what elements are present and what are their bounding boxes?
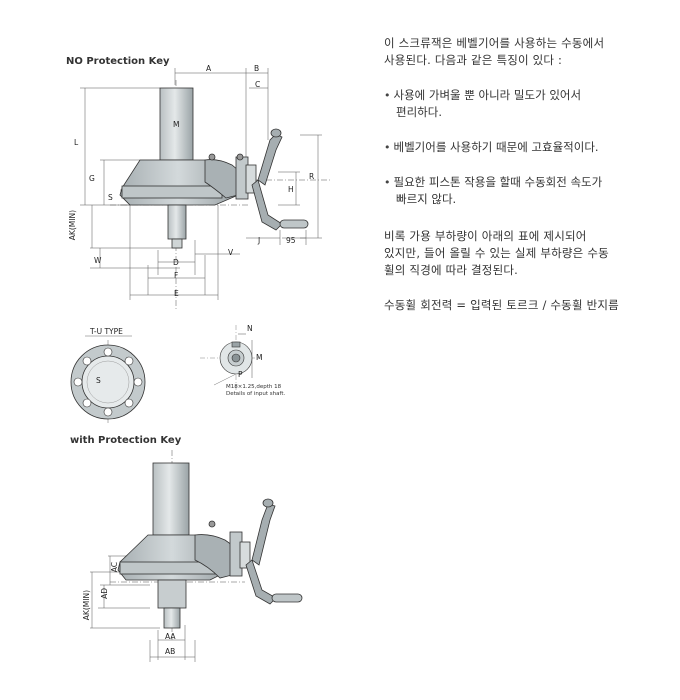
dim-label-b: B	[254, 64, 260, 73]
dim-label-ac: AC	[110, 562, 119, 573]
bullet-3-line2: 빠르지 않다.	[396, 192, 457, 206]
shaft-note: M18×1.25,depth 18 Details of input shaft…	[226, 384, 316, 398]
dim-label-v: V	[228, 248, 234, 257]
dim-label-c: C	[255, 80, 261, 89]
shaft-label-p: P	[238, 370, 243, 379]
shaft-label-m: M	[256, 353, 263, 362]
dim-label-e: E	[174, 289, 179, 298]
dim-label-a: A	[206, 64, 212, 73]
dim-label-l: L	[74, 138, 79, 147]
shaft-note-line2: Details of input shaft.	[226, 391, 286, 397]
dim-label-f: F	[174, 271, 179, 280]
formula-line: 수동휠 회전력 = 입력된 토르크 / 수동휠 반지름	[384, 298, 619, 312]
dim-label-ak-min-bottom: AK(MIN)	[82, 590, 91, 621]
description-text: 이 스크류잭은 베벨기어를 사용하는 수동에서 사용된다. 다음과 같은 특징이…	[384, 35, 674, 314]
dim-label-95: 95	[286, 236, 296, 245]
dim-label-w: W	[94, 256, 102, 265]
dim-label-g: G	[89, 174, 95, 183]
bullet-dot-icon: •	[384, 176, 391, 189]
bullet-1-line2: 편리하다.	[396, 105, 442, 119]
bullet-1: •사용에 가벼울 뿐 아니라 밀도가 있어서 편리하다.	[384, 87, 674, 121]
tu-type-flange	[70, 335, 146, 425]
dim-label-ad: AD	[100, 588, 109, 599]
bullet-3-line1: 필요한 피스톤 작용을 할때 수동회전 속도가	[393, 175, 603, 189]
heading-with-protection-key: with Protection Key	[70, 435, 182, 446]
dim-label-r: R	[309, 172, 315, 181]
dim-label-ab: AB	[165, 647, 176, 656]
intro-line-1: 이 스크류잭은 베벨기어를 사용하는 수동에서	[384, 36, 605, 50]
bullet-dot-icon: •	[384, 141, 391, 154]
top-jack-drawing	[80, 68, 330, 310]
bullet-2: •베벨기어를 사용하기 때문에 고효율적이다.	[384, 139, 674, 156]
para-line-2: 있지만, 들어 올릴 수 있는 실제 부하량은 수동	[384, 246, 609, 260]
dim-label-s: S	[108, 193, 113, 202]
dim-label-d: D	[173, 258, 179, 267]
dim-label-j: J	[258, 236, 261, 245]
dim-label-ak-min: AK(MIN)	[68, 210, 77, 241]
heading-no-protection-key: NO Protection Key	[66, 56, 170, 67]
tu-type-s-label: S	[96, 376, 101, 385]
para-line-1: 비록 가용 부하량이 아래의 표에 제시되어	[384, 229, 587, 243]
shaft-label-n: N	[247, 324, 253, 333]
dim-label-m: M	[173, 120, 180, 129]
shaft-note-line1: M18×1.25,depth 18	[226, 384, 282, 390]
bullet-dot-icon: •	[384, 89, 391, 102]
tu-type-label: T-U TYPE	[90, 327, 123, 336]
intro-line-2: 사용된다. 다음과 같은 특징이 있다 :	[384, 53, 563, 67]
dim-label-h: H	[288, 185, 294, 194]
bottom-jack-drawing	[90, 450, 303, 662]
input-shaft-detail	[200, 325, 262, 395]
bullet-2-line1: 베벨기어를 사용하기 때문에 고효율적이다.	[393, 140, 599, 154]
bullet-3: •필요한 피스톤 작용을 할때 수동회전 속도가 빠르지 않다.	[384, 174, 674, 208]
bullet-1-line1: 사용에 가벼울 뿐 아니라 밀도가 있어서	[393, 88, 582, 102]
para-line-3: 휠의 직경에 따라 결정된다.	[384, 263, 519, 277]
dim-label-aa: AA	[165, 632, 176, 641]
